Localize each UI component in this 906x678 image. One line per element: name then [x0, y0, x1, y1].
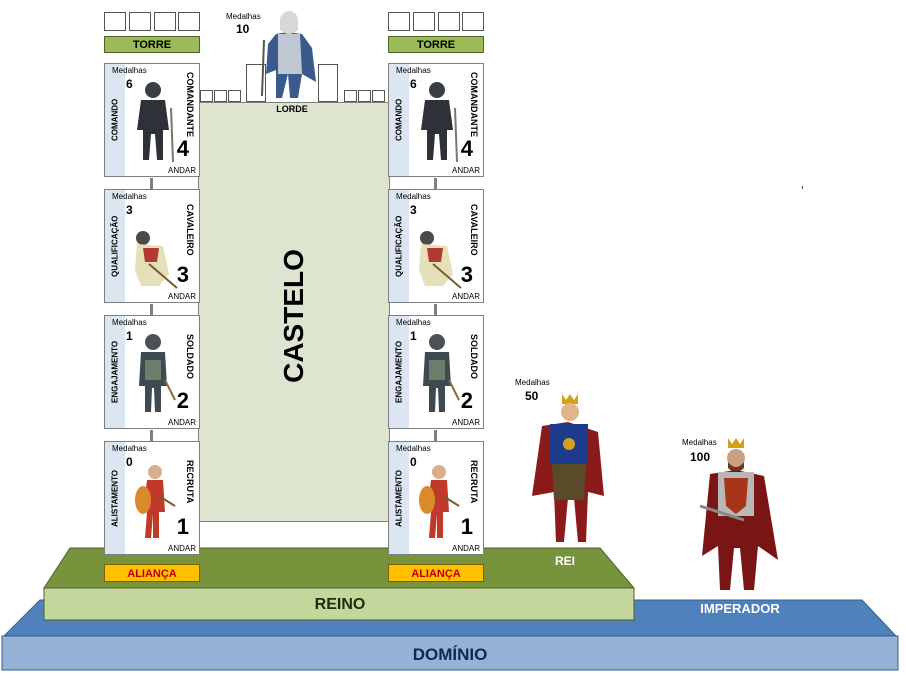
floor-label: ANDAR: [452, 292, 480, 301]
floor-connector: [150, 430, 153, 441]
medals-label: Medalhas: [396, 318, 431, 327]
floor-connector: [434, 178, 437, 189]
medals-label: Medalhas: [112, 318, 147, 327]
floor-skill: QUALIFICAÇÃO: [106, 190, 124, 302]
knight-figure: [413, 204, 463, 290]
tower-box: [129, 12, 151, 31]
floor-connector: [434, 430, 437, 441]
floor-skill: ALISTAMENTO: [106, 442, 124, 554]
floor-rank: SOLDADO: [185, 316, 195, 396]
floor-skill: ENGAJAMENTO: [106, 316, 124, 428]
floor-number: 2: [177, 388, 189, 414]
dominio-label: DOMÍNIO: [300, 645, 600, 665]
battlement: [214, 90, 227, 102]
floor-card-2-right: ENGAJAMENTO Medalhas 1 SOLDADO 2 ANDAR: [388, 315, 484, 429]
floor-connector: [434, 304, 437, 315]
floor-skill: QUALIFICAÇÃO: [390, 190, 408, 302]
floor-rank: CAVALEIRO: [185, 190, 195, 270]
lorde-label: LORDE: [250, 104, 334, 114]
castelo-label: CASTELO: [278, 222, 310, 410]
lorde-figure: [258, 4, 322, 100]
floor-rank: SOLDADO: [469, 316, 479, 396]
floor-connector: [150, 178, 153, 189]
floor-number: 3: [177, 262, 189, 288]
floor-rank: RECRUTA: [469, 442, 479, 522]
tower-box: [388, 12, 410, 31]
medals-label: Medalhas: [396, 192, 431, 201]
tower-box: [438, 12, 460, 31]
imperador-figure: [698, 436, 780, 594]
floor-number: 1: [461, 514, 473, 540]
reino-label: REINO: [260, 596, 420, 614]
medals-label: Medalhas: [396, 66, 431, 75]
recruit-figure: [129, 456, 179, 542]
floor-number: 4: [177, 136, 189, 162]
floor-label: ANDAR: [168, 544, 196, 553]
tower-box: [104, 12, 126, 31]
knight-figure: [129, 204, 179, 290]
floor-card-2-left: ENGAJAMENTO Medalhas 1 SOLDADO 2 ANDAR: [104, 315, 200, 429]
floor-card-4-left: COMANDO Medalhas 6 COMANDANTE 4 ANDAR: [104, 63, 200, 177]
tower-box: [413, 12, 435, 31]
floor-card-3-left: QUALIFICAÇÃO Medalhas 3 CAVALEIRO 3 ANDA…: [104, 189, 200, 303]
floor-rank: COMANDANTE: [469, 64, 479, 144]
floor-skill: COMANDO: [106, 64, 124, 176]
floor-number: 2: [461, 388, 473, 414]
rei-label: REI: [540, 554, 590, 568]
battlement: [344, 90, 357, 102]
floor-card-1-left: ALISTAMENTO Medalhas 0 RECRUTA 1 ANDAR: [104, 441, 200, 555]
floor-connector: [150, 304, 153, 315]
floor-card-1-right: ALISTAMENTO Medalhas 0 RECRUTA 1 ANDAR: [388, 441, 484, 555]
floor-rank: COMANDANTE: [185, 64, 195, 144]
recruit-figure: [413, 456, 463, 542]
floor-skill: ALISTAMENTO: [390, 442, 408, 554]
commander-figure: [129, 78, 179, 164]
floor-card-3-right: QUALIFICAÇÃO Medalhas 3 CAVALEIRO 3 ANDA…: [388, 189, 484, 303]
battlement: [358, 90, 371, 102]
floor-skill: ENGAJAMENTO: [390, 316, 408, 428]
floor-label: ANDAR: [452, 544, 480, 553]
floor-label: ANDAR: [168, 418, 196, 427]
rei-figure: [528, 392, 606, 548]
medals-label: Medalhas: [112, 66, 147, 75]
floor-label: ANDAR: [168, 166, 196, 175]
imperador-label: IMPERADOR: [680, 601, 800, 616]
battlement: [372, 90, 385, 102]
floor-skill: COMANDO: [390, 64, 408, 176]
tower-box: [462, 12, 484, 31]
lorde-medals-label: Medalhas: [226, 12, 261, 21]
soldier-figure: [413, 330, 463, 416]
floor-label: ANDAR: [452, 418, 480, 427]
lorde-medals-value: 10: [236, 22, 249, 36]
floor-card-4-right: COMANDO Medalhas 6 COMANDANTE 4 ANDAR: [388, 63, 484, 177]
battlement: [228, 90, 241, 102]
floor-label: ANDAR: [168, 292, 196, 301]
commander-figure: [413, 78, 463, 164]
torre-label-right: TORRE: [388, 36, 484, 53]
rei-medals-label: Medalhas: [515, 378, 550, 387]
medals-label: Medalhas: [112, 444, 147, 453]
floor-number: 1: [177, 514, 189, 540]
torre-label-left: TORRE: [104, 36, 200, 53]
medals-label: Medalhas: [112, 192, 147, 201]
medals-label: Medalhas: [396, 444, 431, 453]
alianca-label-left: ALIANÇA: [104, 564, 200, 582]
floor-label: ANDAR: [452, 166, 480, 175]
alianca-label-right: ALIANÇA: [388, 564, 484, 582]
floor-number: 4: [461, 136, 473, 162]
soldier-figure: [129, 330, 179, 416]
battlement: [200, 90, 213, 102]
stray-mark: [802, 186, 803, 189]
floor-rank: RECRUTA: [185, 442, 195, 522]
floor-rank: CAVALEIRO: [469, 190, 479, 270]
floor-number: 3: [461, 262, 473, 288]
tower-box: [154, 12, 176, 31]
tower-box: [178, 12, 200, 31]
